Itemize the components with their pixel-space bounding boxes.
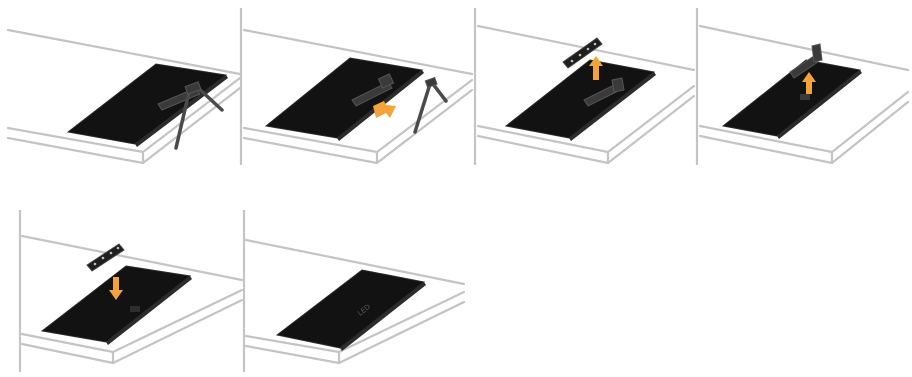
step-3-monitor [506,60,656,141]
step-2-panel [244,30,472,163]
step-3-panel [478,26,694,163]
step-2-removed-stand [415,77,446,132]
step-6-panel: LED [246,240,464,363]
step-5-cover-strip [87,244,124,271]
step-4-panel [700,26,908,163]
step-2-monitor [266,58,424,141]
step-1-panel [8,30,240,163]
step-6-monitor: LED [277,270,426,351]
step-5-panel [20,210,242,372]
